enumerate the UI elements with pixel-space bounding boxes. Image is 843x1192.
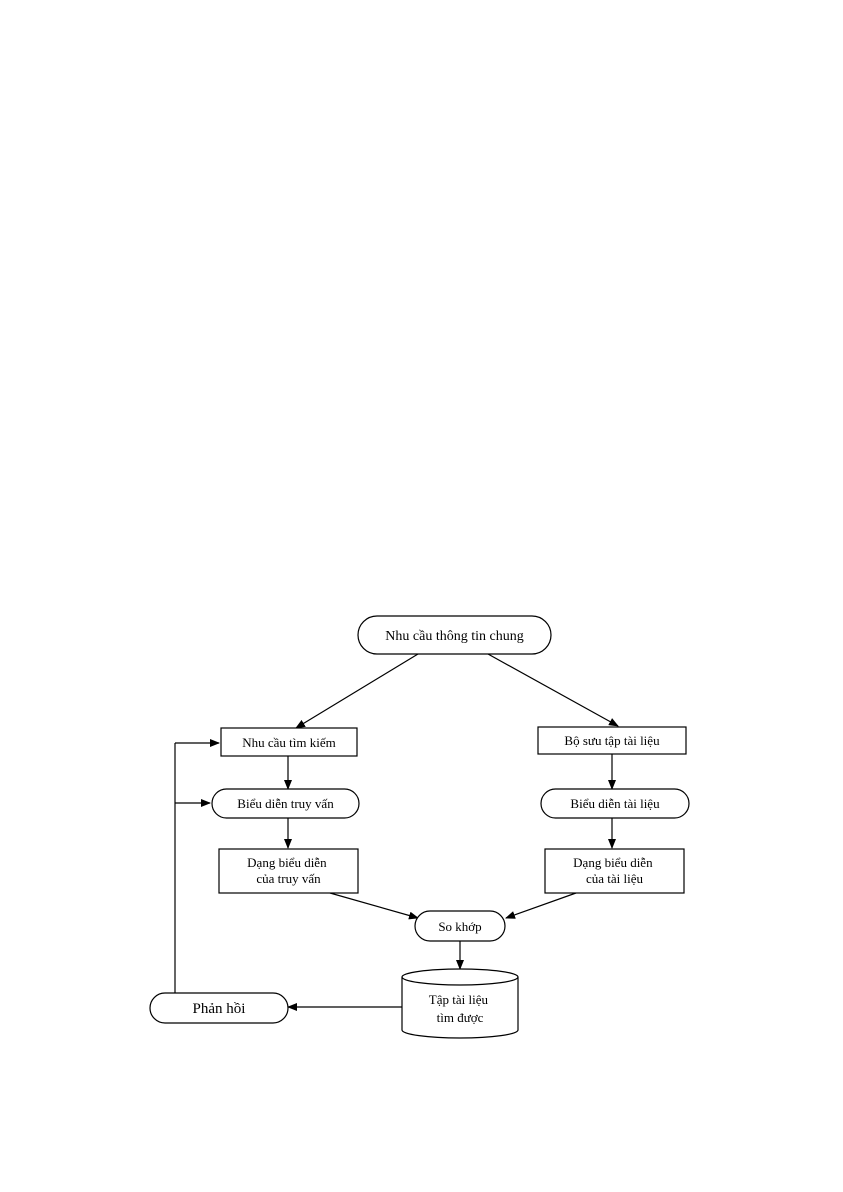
node-query-form-line-1: Dạng biểu diễn (247, 855, 327, 870)
edge-general-to-search (296, 654, 418, 728)
node-query-form-line-2: của truy vấn (256, 871, 321, 886)
node-retrieved-docs: Tập tài liệu tìm được (402, 969, 518, 1038)
edge-query-form-to-matching (330, 893, 418, 918)
node-retrieved-docs-line-2: tìm được (437, 1010, 484, 1025)
node-query-repr: Biểu diễn truy vấn (212, 789, 359, 818)
node-query-form-label: Dạng biểu diễn của truy vấn (247, 855, 330, 886)
node-matching-label: So khớp (438, 919, 481, 934)
node-general-need-label: Nhu cầu thông tin chung (385, 629, 523, 644)
node-search-need: Nhu cầu tìm kiếm (221, 728, 357, 756)
node-query-form: Dạng biểu diễn của truy vấn (219, 849, 358, 893)
node-doc-collection: Bộ sưu tập tài liệu (538, 727, 686, 754)
node-doc-form: Dạng biểu diễn của tài liệu (545, 849, 684, 893)
node-doc-collection-label: Bộ sưu tập tài liệu (564, 733, 660, 748)
node-search-need-label: Nhu cầu tìm kiếm (242, 735, 336, 750)
edge-doc-form-to-matching (506, 893, 576, 918)
node-retrieved-docs-line-1: Tập tài liệu (429, 992, 489, 1007)
node-matching: So khớp (415, 911, 505, 941)
node-query-repr-label: Biểu diễn truy vấn (237, 796, 334, 811)
node-feedback-label: Phản hồi (193, 1001, 246, 1017)
node-feedback: Phản hồi (150, 993, 288, 1023)
edges (175, 654, 618, 1007)
node-doc-form-line-2: của tài liệu (586, 871, 644, 886)
node-doc-repr-label: Biểu diễn tài liệu (570, 796, 660, 811)
node-doc-form-line-1: Dạng biểu diễn (573, 855, 653, 870)
node-general-need: Nhu cầu thông tin chung (358, 616, 551, 654)
node-doc-repr: Biểu diễn tài liệu (541, 789, 689, 818)
edge-general-to-collection (488, 654, 618, 726)
